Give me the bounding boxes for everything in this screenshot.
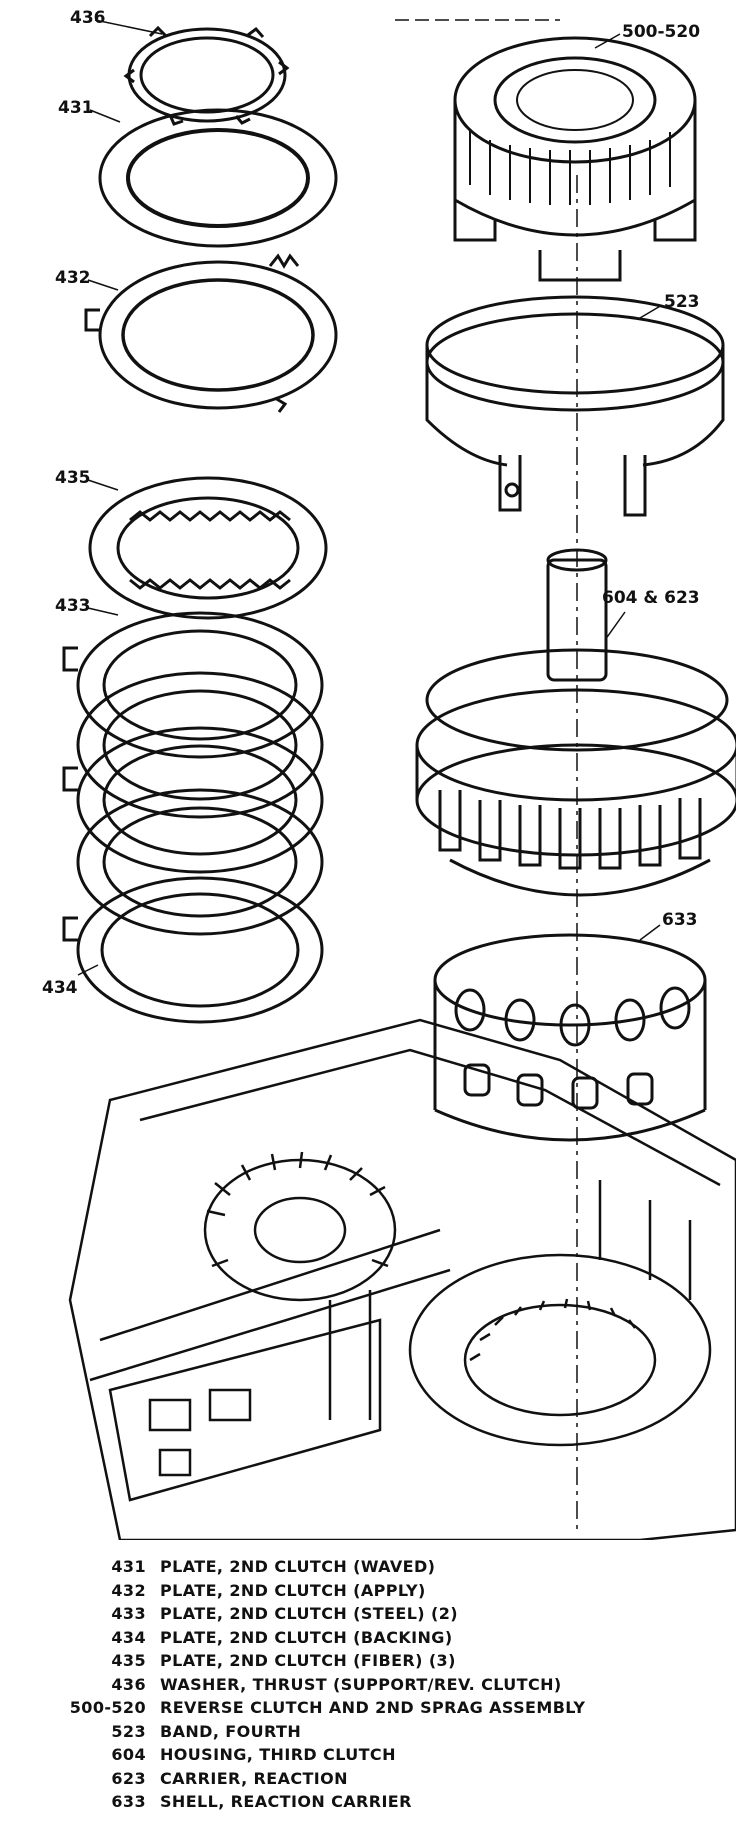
- legend-row: 633 SHELL, REACTION CARRIER: [60, 1790, 710, 1814]
- legend-ref: 623: [111, 1768, 146, 1788]
- part-500-520-reverse-clutch: [453, 36, 697, 282]
- legend-desc: CARRIER, REACTION: [160, 1768, 348, 1788]
- legend-desc: BAND, FOURTH: [160, 1721, 302, 1741]
- legend-ref: 500-520: [69, 1698, 146, 1718]
- legend-ref: 432: [111, 1580, 146, 1600]
- legend-ref: 523: [111, 1721, 146, 1741]
- legend-row: 431 PLATE, 2ND CLUTCH (WAVED): [60, 1555, 710, 1579]
- part-435-fiber-plate: [88, 476, 328, 620]
- legend-ref: 604: [111, 1745, 146, 1765]
- legend-ref: 433: [111, 1604, 146, 1624]
- legend-ref: 436: [111, 1674, 146, 1694]
- callout-500-520: 500-520: [622, 22, 701, 42]
- callout-431: 431: [58, 98, 94, 118]
- legend-desc: PLATE, 2ND CLUTCH (APPLY): [160, 1580, 426, 1600]
- legend-row: 433 PLATE, 2ND CLUTCH (STEEL) (2): [60, 1602, 710, 1626]
- legend-ref: 435: [111, 1651, 146, 1671]
- part-431-waved-plate: [98, 108, 338, 248]
- part-523-band: [425, 295, 725, 517]
- callout-604-623: 604 & 623: [602, 588, 700, 608]
- legend-row: 436 WASHER, THRUST (SUPPORT/REV. CLUTCH): [60, 1673, 710, 1697]
- legend-desc: WASHER, THRUST (SUPPORT/REV. CLUTCH): [160, 1674, 562, 1694]
- callout-434: 434: [42, 978, 78, 998]
- part-433-steel-plates-stack: [62, 611, 324, 936]
- legend-desc: REVERSE CLUTCH AND 2ND SPRAG ASSEMBLY: [160, 1698, 586, 1718]
- part-633-shell: [433, 933, 707, 1142]
- legend-row: 623 CARRIER, REACTION: [60, 1767, 710, 1791]
- part-436-thrust-washer: [123, 25, 290, 126]
- part-434-backing-plate: [62, 876, 324, 1024]
- legend-row: 432 PLATE, 2ND CLUTCH (APPLY): [60, 1579, 710, 1603]
- legend-desc: PLATE, 2ND CLUTCH (WAVED): [160, 1557, 436, 1577]
- callout-523: 523: [664, 292, 700, 312]
- legend-row: 604 HOUSING, THIRD CLUTCH: [60, 1743, 710, 1767]
- legend-row: 523 BAND, FOURTH: [60, 1720, 710, 1744]
- callout-432: 432: [55, 268, 91, 288]
- callout-433: 433: [55, 596, 91, 616]
- transmission-case: [68, 1018, 736, 1540]
- diagram-drawing: [62, 19, 736, 1540]
- legend-row: 500-520 REVERSE CLUTCH AND 2ND SPRAG ASSE…: [60, 1696, 710, 1720]
- callout-436: 436: [70, 8, 106, 28]
- legend-desc: PLATE, 2ND CLUTCH (FIBER) (3): [160, 1651, 456, 1671]
- legend-row: 435 PLATE, 2ND CLUTCH (FIBER) (3): [60, 1649, 710, 1673]
- legend-desc: PLATE, 2ND CLUTCH (BACKING): [160, 1627, 453, 1647]
- legend-ref: 431: [111, 1557, 146, 1577]
- leader-lines: [77, 19, 663, 1530]
- callout-633: 633: [662, 910, 698, 930]
- legend-desc: PLATE, 2ND CLUTCH (STEEL) (2): [160, 1604, 458, 1624]
- legend-desc: HOUSING, THIRD CLUTCH: [160, 1745, 396, 1765]
- part-432-apply-plate: [84, 253, 338, 413]
- legend-row: 434 PLATE, 2ND CLUTCH (BACKING): [60, 1626, 710, 1650]
- legend-ref: 434: [111, 1627, 146, 1647]
- legend-ref: 633: [111, 1792, 146, 1812]
- callout-435: 435: [55, 468, 91, 488]
- legend-desc: SHELL, REACTION CARRIER: [160, 1792, 412, 1812]
